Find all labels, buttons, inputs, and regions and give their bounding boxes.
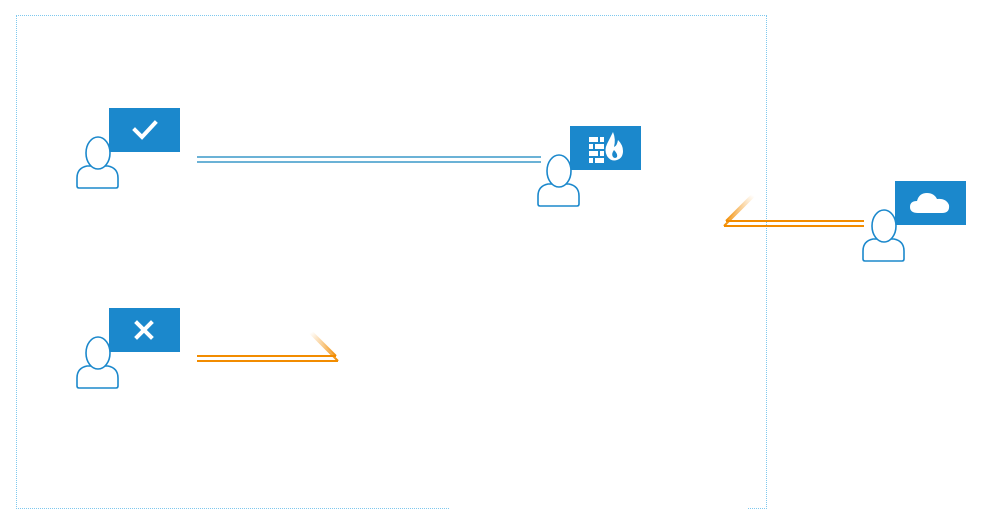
firewall-icon: [589, 132, 623, 163]
person-icon: [862, 209, 905, 262]
cloud-icon: [910, 193, 950, 213]
allowed-user-node: [76, 108, 180, 189]
person-icon: [76, 336, 119, 389]
badge: [109, 108, 180, 152]
blocked-user-node: [76, 308, 180, 389]
person-icon: [537, 154, 580, 207]
x-icon: [134, 320, 154, 340]
checkmark-icon: [132, 120, 158, 140]
blocked-connection-line-left: [197, 331, 339, 362]
network-zone-boundary: [16, 15, 767, 509]
person-icon: [76, 136, 119, 189]
blocked-connection-line-right: [723, 194, 864, 227]
allowed-connection-line: [197, 156, 541, 163]
network-zone-boundary-gap: [450, 505, 748, 513]
badge: [570, 126, 641, 170]
cloud-user-node: [862, 181, 966, 262]
firewall-user-node: [537, 126, 641, 207]
